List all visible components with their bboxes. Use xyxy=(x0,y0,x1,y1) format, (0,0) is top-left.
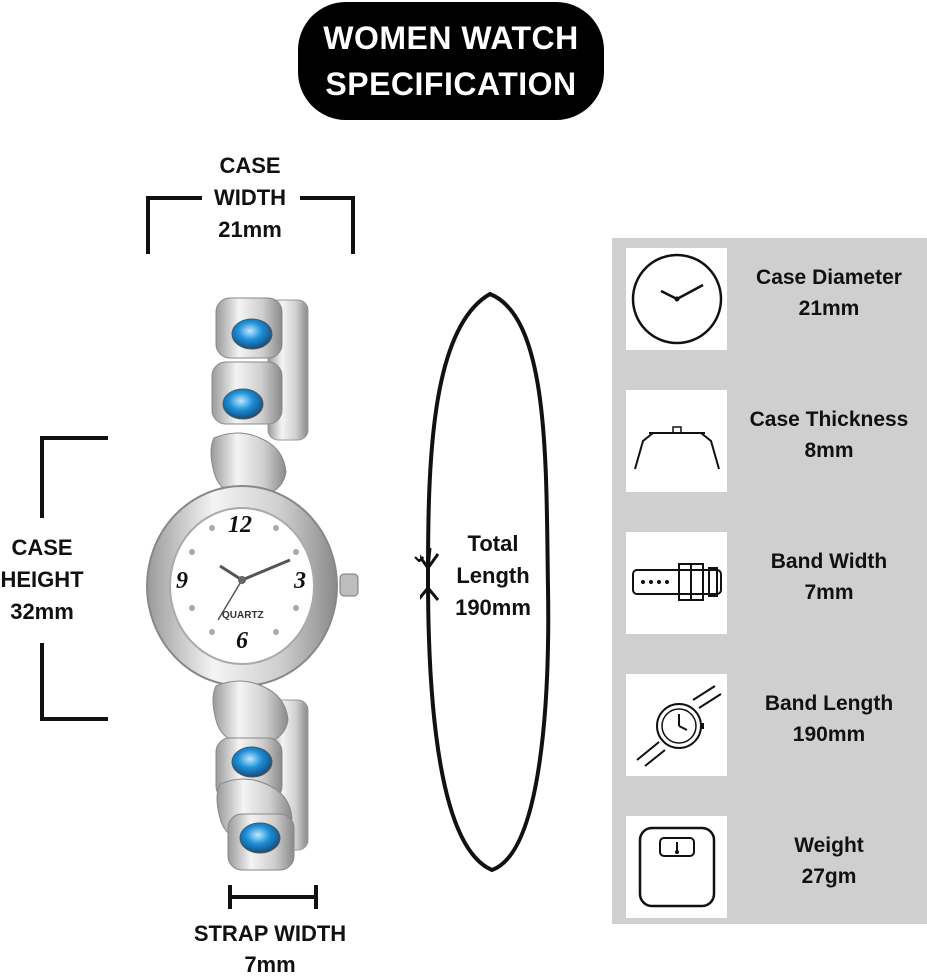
spec-row-weight: Weight 27gm xyxy=(612,816,927,918)
spec-value: 190mm xyxy=(792,723,866,746)
watch-image xyxy=(146,297,359,871)
spec-row-band-width: Band Width 7mm xyxy=(612,532,927,634)
total-length-line2: Length xyxy=(456,563,530,588)
wristwatch-icon xyxy=(626,674,727,776)
dial-number-6: 6 xyxy=(236,628,248,654)
watch-case xyxy=(146,485,359,687)
clock-icon xyxy=(626,248,727,350)
spec-label: Band Width xyxy=(770,550,888,573)
spec-row-case-thickness: Case Thickness 8mm xyxy=(612,390,927,492)
dial-number-9: 9 xyxy=(176,568,188,594)
dial-number-3: 3 xyxy=(294,568,306,594)
spec-panel: Case Diameter 21mm Case Thickness 8mm Ba… xyxy=(612,238,927,924)
spec-label: Case Diameter xyxy=(756,266,902,289)
spec-value: 8mm xyxy=(804,439,854,462)
total-length-value: 190mm xyxy=(455,595,531,620)
spec-label: Case Thickness xyxy=(749,408,909,431)
spec-label: Weight xyxy=(794,834,864,857)
spec-value: 27gm xyxy=(801,865,857,888)
case-height-line1: CASE xyxy=(11,535,73,560)
scale-icon xyxy=(626,816,727,918)
case-width-line1: CASE xyxy=(219,153,281,178)
case-height-label: CASE HEIGHT 32mm xyxy=(0,532,84,628)
total-length-line1: Total xyxy=(467,531,519,556)
strap-top xyxy=(210,297,287,497)
spec-row-band-length: Band Length 190mm xyxy=(612,674,927,776)
dial-brand: QUARTZ xyxy=(222,610,264,621)
dial-number-12: 12 xyxy=(228,512,252,538)
title-badge: WOMEN WATCH SPECIFICATION xyxy=(298,2,604,120)
spec-row-case-diameter: Case Diameter 21mm xyxy=(612,248,927,350)
spec-value: 21mm xyxy=(798,297,860,320)
spec-value: 7mm xyxy=(804,581,854,604)
strap-bottom xyxy=(212,680,295,871)
watch-side-icon xyxy=(626,390,727,492)
chevron-down-icon: ⌄ xyxy=(410,543,429,568)
case-height-line2: HEIGHT xyxy=(0,567,84,592)
title-line-1: WOMEN WATCH xyxy=(323,20,579,56)
title-line-2: SPECIFICATION xyxy=(325,66,577,102)
strap-buckle-icon xyxy=(626,532,727,634)
case-width-value: 21mm xyxy=(218,217,282,242)
strap-width-line1: STRAP WIDTH xyxy=(193,921,347,946)
strap-width-value: 7mm xyxy=(244,952,296,977)
strap-width-label: STRAP WIDTH 7mm xyxy=(180,918,360,980)
case-width-line2: WIDTH xyxy=(213,185,287,210)
total-length-label: Total Length 190mm xyxy=(448,528,538,624)
total-length-loop xyxy=(420,291,551,873)
case-width-label: CASE WIDTH 21mm xyxy=(190,150,310,246)
spec-label: Band Length xyxy=(764,692,894,715)
case-height-value: 32mm xyxy=(10,599,74,624)
